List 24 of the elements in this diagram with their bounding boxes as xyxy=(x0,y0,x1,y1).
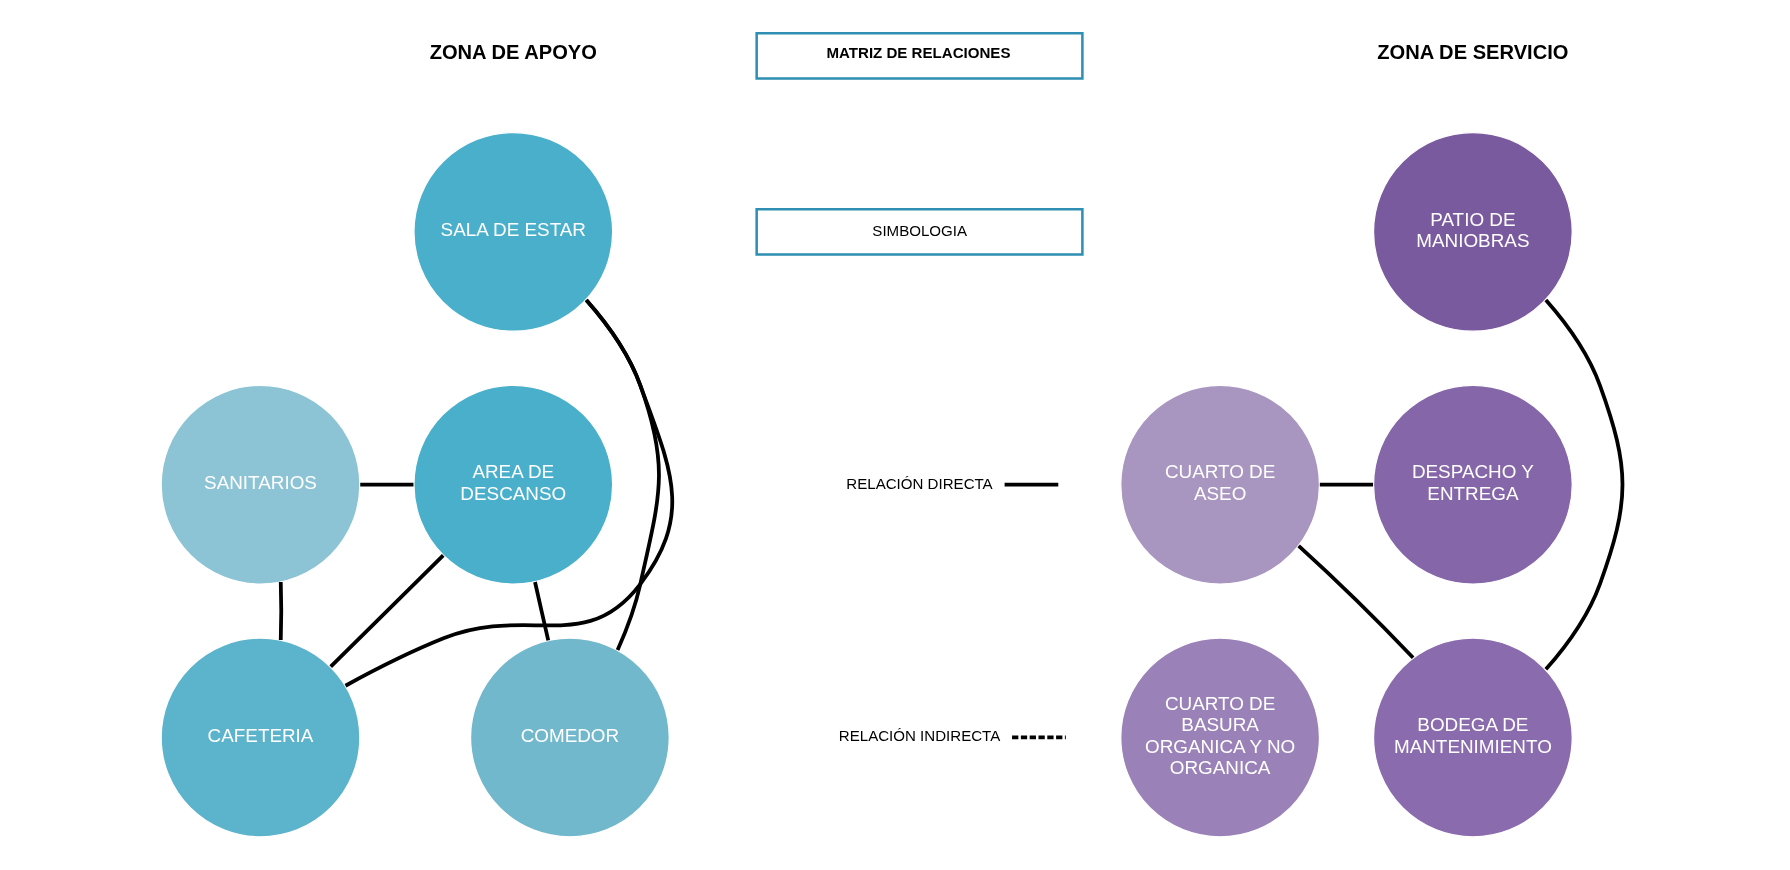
connector xyxy=(1319,482,1374,487)
node-circle: PATIO DE MANIOBRAS xyxy=(1372,131,1573,332)
connector xyxy=(360,482,414,487)
node-circle: CUARTO DE BASURA ORGANICA Y NO ORGANICA xyxy=(1120,637,1321,838)
node-circle: CUARTO DE ASEO xyxy=(1120,384,1321,585)
connector xyxy=(1297,544,1415,660)
connector xyxy=(533,581,551,641)
node-circle: COMEDOR xyxy=(469,637,670,838)
node-circle: SANITARIOS xyxy=(160,384,361,585)
node-circle: DESPACHO Y ENTREGA xyxy=(1372,384,1573,585)
connector xyxy=(278,581,284,641)
label: ZONA DE APOYO xyxy=(429,41,597,64)
connector xyxy=(1544,298,1625,671)
node-circle: CAFETERIA xyxy=(160,637,361,838)
label: MATRIZ DE RELACIONES xyxy=(826,44,1011,62)
connector xyxy=(344,298,674,688)
node-circle: SALA DE ESTAR xyxy=(413,131,614,332)
label: ZONA DE SERVICIO xyxy=(1377,41,1569,64)
legend-label: RELACIÓN INDIRECTA xyxy=(838,727,1001,745)
node-circle: BODEGA DE MANTENIMIENTO xyxy=(1372,637,1573,838)
node-circle: AREA DE DESCANSO xyxy=(413,384,614,585)
label: SIMBOLOGIA xyxy=(872,221,968,239)
connector xyxy=(329,554,445,669)
legend-label: RELACIÓN DIRECTA xyxy=(846,474,993,492)
